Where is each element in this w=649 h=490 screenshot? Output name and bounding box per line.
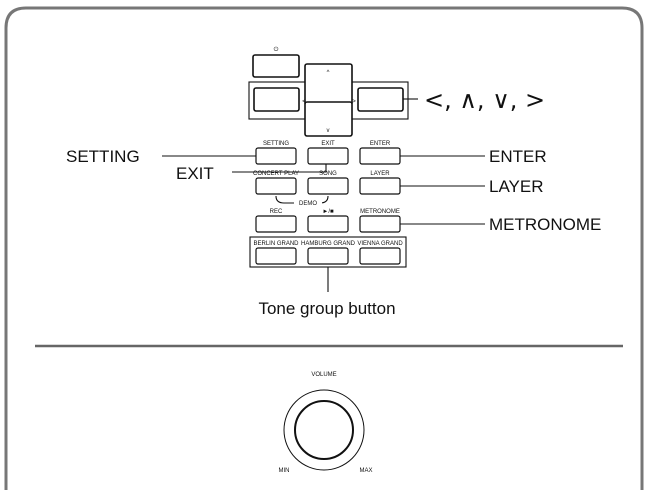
cursor-down-button[interactable] [304, 101, 353, 137]
enter-button[interactable] [359, 147, 401, 165]
layer-button[interactable] [359, 177, 401, 195]
enter-button-label: ENTER [370, 141, 391, 147]
panel-outline [4, 6, 644, 490]
concert-play-button[interactable] [255, 177, 297, 195]
layer-callout: LAYER [489, 177, 544, 196]
metronome-callout: METRONOME [489, 215, 601, 234]
volume-min-label: MIN [279, 468, 290, 474]
exit-button-label: EXIT [321, 141, 335, 147]
exit-callout-leader [232, 164, 327, 173]
cursor-right-button[interactable] [357, 87, 404, 112]
volume-max-label: MAX [359, 468, 372, 474]
exit-callout: EXIT [176, 164, 214, 183]
metronome-button-label: METRONOME [360, 209, 400, 215]
demo-label-bg [294, 198, 322, 206]
rec-button-label: REC [270, 209, 283, 215]
hamburg-grand-button-label: HAMBURG GRAND [301, 241, 356, 247]
enter-callout: ENTER [489, 147, 547, 166]
berlin-grand-button-label: BERLIN GRAND [253, 241, 299, 247]
power-button[interactable] [252, 54, 300, 78]
demo-label: DEMO [299, 201, 317, 207]
hamburg-grand-button[interactable] [307, 247, 349, 265]
setting-button[interactable] [255, 147, 297, 165]
berlin-grand-button[interactable] [255, 247, 297, 265]
power-icon: ⏻ [274, 46, 279, 53]
tone-group-callout: Tone group button [258, 299, 395, 318]
vienna-grand-button-label: VIENNA GRAND [357, 241, 403, 247]
cursor-up-icon: ^ [327, 70, 330, 76]
layer-button-label: LAYER [370, 171, 390, 177]
cursor-down-icon: v [327, 128, 330, 134]
rec-button[interactable] [255, 215, 297, 233]
cursor-left-icon: < [302, 99, 306, 105]
exit-button[interactable] [307, 147, 349, 165]
volume-knob[interactable] [294, 400, 354, 460]
setting-callout: SETTING [66, 147, 140, 166]
play-stop-button[interactable] [307, 215, 349, 233]
concert-play-button-label: CONCERT PLAY [253, 171, 299, 177]
song-button-label: SONG [319, 171, 337, 177]
cursor-right-icon: > [352, 99, 356, 105]
metronome-button[interactable] [359, 215, 401, 233]
setting-button-label: SETTING [263, 141, 289, 147]
volume-label: VOLUME [311, 372, 336, 378]
cursor-arrows-callout: <, ∧, ∨, > [424, 86, 545, 114]
volume-dial-ring [283, 389, 365, 471]
vienna-grand-button[interactable] [359, 247, 401, 265]
play-stop-icon: ►/■ [322, 209, 334, 215]
song-button[interactable] [307, 177, 349, 195]
cursor-left-button[interactable] [253, 87, 300, 112]
